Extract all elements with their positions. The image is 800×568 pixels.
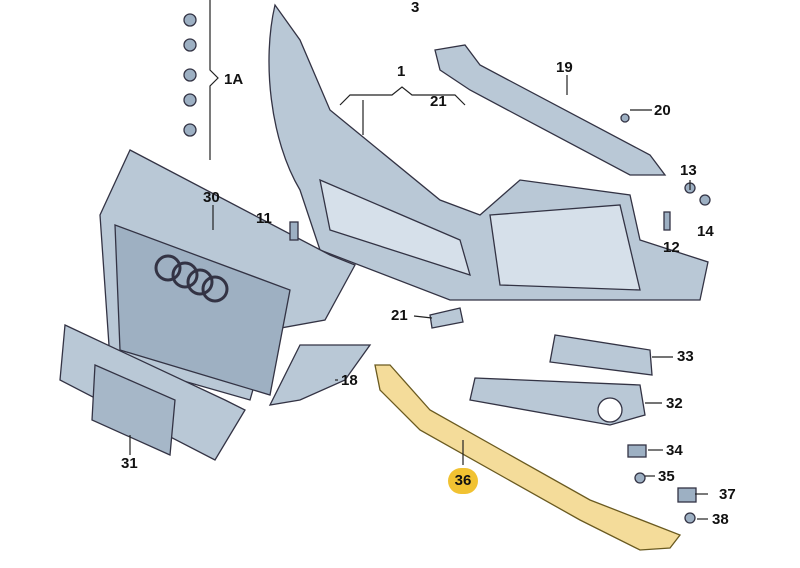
label-36-highlighted: 36 bbox=[448, 468, 478, 494]
label-3: 3 bbox=[411, 0, 420, 16]
label-37: 37 bbox=[719, 486, 736, 503]
label-32: 32 bbox=[666, 395, 683, 412]
part-33 bbox=[549, 334, 653, 376]
label-11: 11 bbox=[256, 210, 272, 227]
label-20: 20 bbox=[654, 102, 671, 119]
label-30: 30 bbox=[203, 189, 220, 206]
label-13: 13 bbox=[680, 162, 697, 179]
label-14: 14 bbox=[697, 223, 714, 240]
label-18: 18 bbox=[341, 372, 358, 389]
label-21-top: 21 bbox=[430, 93, 447, 110]
label-1A: 1A bbox=[224, 71, 244, 88]
label-1: 1 bbox=[397, 63, 406, 80]
part-18 bbox=[268, 344, 372, 406]
bracket-19 bbox=[434, 44, 667, 176]
label-38: 38 bbox=[712, 511, 729, 528]
label-34: 34 bbox=[666, 442, 683, 459]
label-33: 33 bbox=[677, 348, 694, 365]
leader-lines bbox=[129, 0, 708, 520]
label-12: 12 bbox=[663, 239, 680, 256]
part-36-highlighted bbox=[374, 364, 682, 551]
label-31: 31 bbox=[121, 455, 138, 472]
label-19: 19 bbox=[556, 59, 573, 76]
label-35: 35 bbox=[658, 468, 675, 485]
part-21-cap bbox=[429, 307, 464, 329]
label-21-cap: 21 bbox=[391, 307, 408, 324]
